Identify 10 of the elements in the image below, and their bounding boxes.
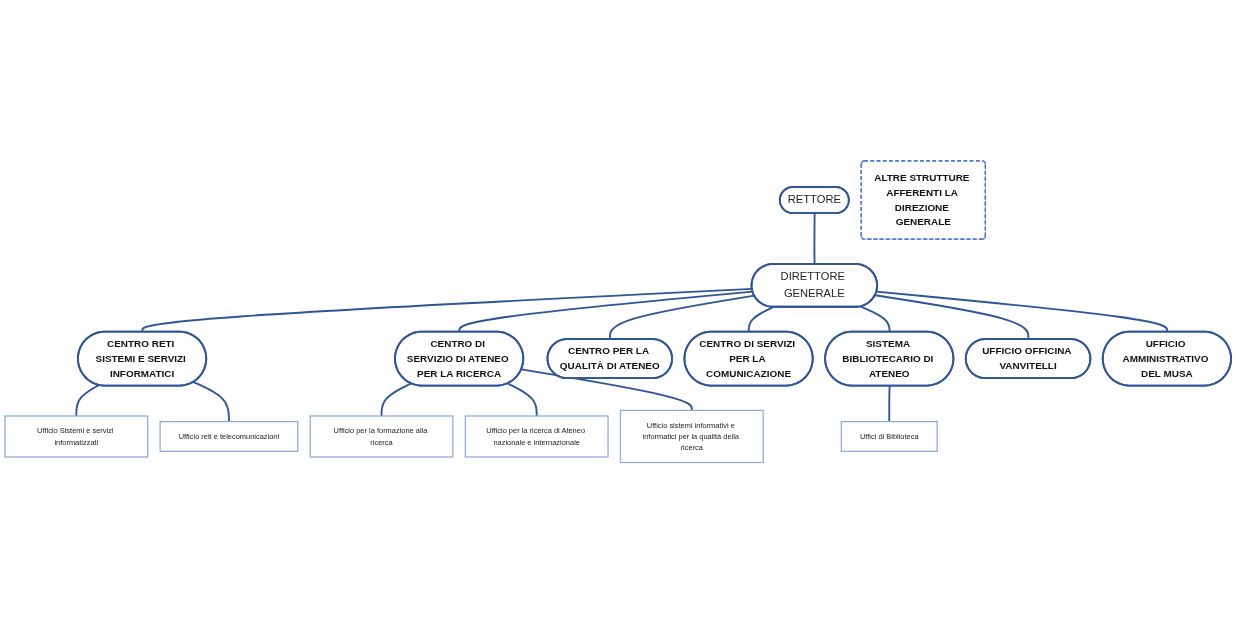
connector — [747, 305, 774, 333]
connector — [75, 383, 100, 417]
connector — [192, 380, 230, 423]
connector — [520, 368, 693, 412]
connector — [813, 212, 816, 265]
connector — [875, 290, 1169, 333]
connector — [380, 382, 412, 417]
connector — [506, 382, 538, 417]
connector — [859, 305, 891, 333]
connector — [888, 384, 891, 423]
